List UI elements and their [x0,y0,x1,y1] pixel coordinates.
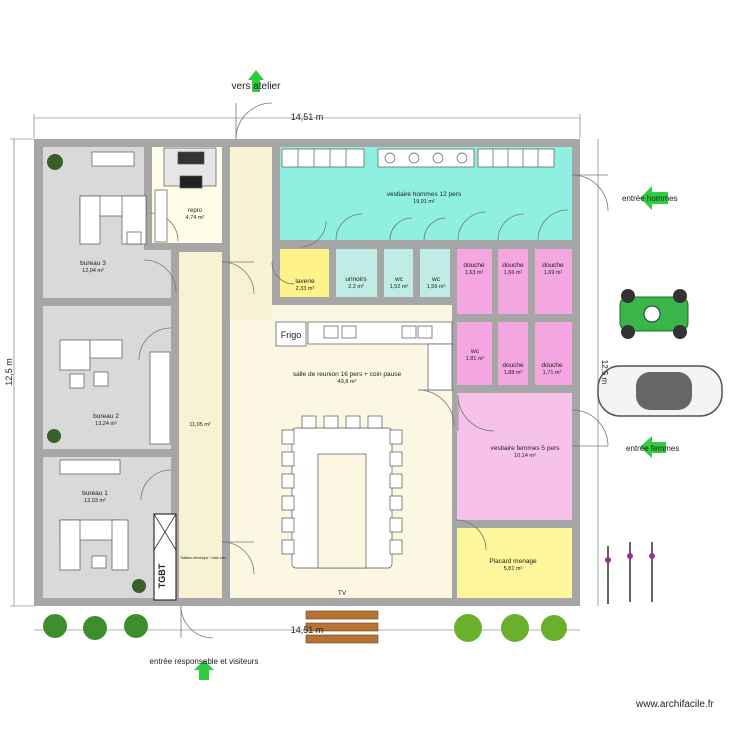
meeting-table [281,415,403,569]
salle-floor-b [272,305,452,325]
douche5-area: 1,71 m² [543,370,562,376]
douche5-floor [535,322,572,385]
douche3-floor [535,249,572,314]
arrow-left-femmes [640,436,666,458]
entree-hommes-label: entrée hommes [622,194,678,203]
couloir-floor [179,252,222,598]
bench-icon [305,610,379,644]
lockers-hommes [281,148,555,168]
douche5-name: douche [541,362,563,369]
tgbt-label: TGBT [157,563,167,588]
douche1-area: 1,63 m² [465,270,484,276]
bureau3-ext [144,250,171,298]
dim-height-right: 12,5 m [600,360,609,385]
douche2-name: douche [502,262,524,269]
wc2-floor [420,249,450,297]
douche2-floor [498,249,528,314]
kitchen-counter [275,321,453,391]
douche4-name: douche [502,362,524,369]
bikes-icon [605,542,655,604]
bureau1-area: 12,03 m² [84,498,106,504]
bureau1-name: bureau 1 [82,490,108,497]
vestiaire-femmes-area: 10,14 m² [514,453,536,459]
arrow-up-top [248,70,264,92]
salle-name: salle de reunion 16 pers + coin pause [293,371,402,378]
wc1-name: wc [394,276,404,283]
wc1-area: 1,52 m² [390,284,409,290]
entree-femmes-label: entrée femmes [626,444,679,453]
salle-area: 49,8 m² [338,379,357,385]
plants-icon [43,154,567,642]
repro-area: 4,74 m² [186,215,205,221]
office-furniture [59,147,217,571]
vers-atelier-label: vers atelier [232,81,282,92]
dim-width-bottom: 14,51 m [291,625,324,635]
douche1-floor [457,249,492,314]
vestiaire-femmes-floor [457,393,572,520]
laverie-floor [280,249,329,297]
bureau2-area: 13,24 m² [95,421,117,427]
arrow-left-hommes [640,186,668,210]
vestiaire-hommes-name: vestiaire hommes 12 pers [387,191,462,198]
vestiaire-hommes-area: 19,91 m² [413,199,435,205]
douche3-area: 1,69 m² [544,270,563,276]
douche1-name: douche [463,262,485,269]
car-icon [597,365,723,417]
arrow-up-bottom [194,660,214,680]
urinoirs-floor [336,249,377,297]
couloir-area: 11,05 m² [189,422,210,428]
urinoirs-area: 2,2 m² [348,284,364,290]
bureau3-name: bureau 3 [80,260,106,267]
bureau3-area: 12,04 m² [82,268,104,274]
wc1-floor [384,249,413,297]
tv-label: TV [338,590,347,597]
dim-height-left: 12,5 m [4,358,14,386]
douche2-area: 1,66 m² [504,270,523,276]
douche4-floor [498,322,528,385]
vestiaire-femmes-name: vestiaire femmes 5 pers [491,445,561,452]
wc3-name: wc [470,348,480,355]
dim-width-top: 14,51 m [291,112,324,122]
watermark: www.archifacile.fr [635,699,714,710]
douche3-name: douche [542,262,564,269]
douche4-area: 1,88 m² [504,370,523,376]
wc3-floor [457,322,492,385]
wc3-area: 1,81 m² [466,356,485,362]
tgbt-cabinet [153,513,177,601]
placard-name: Placard menage [489,558,537,565]
dimension-lines [10,114,599,631]
doors [138,102,609,639]
wc2-name: wc [431,276,441,283]
repro-name: repro [188,208,203,214]
laverie-area: 2,33 m² [296,286,315,292]
placard-area: 5,81 m² [504,566,523,572]
frigo-label: Frigo [281,330,302,340]
lawnmower-icon [619,289,689,339]
entree-visiteurs-label: entrée responsable et visiteurs [150,657,259,666]
placard-floor [457,528,572,598]
tgbt-note: Tableau électrique + baie info [180,556,226,560]
laverie-name: laverie [295,278,315,285]
urinoirs-name: urinoirs [345,276,367,283]
wc2-area: 1,56 m² [427,284,446,290]
bureau2-name: bureau 2 [93,413,119,420]
